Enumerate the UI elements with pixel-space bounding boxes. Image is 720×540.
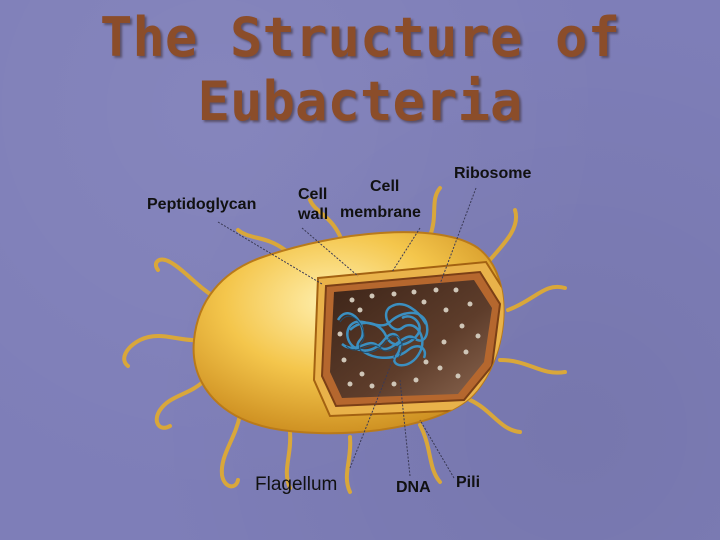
label-cell-membrane-line2: membrane xyxy=(340,204,421,221)
flagella-group xyxy=(122,186,567,494)
flagellum-9 xyxy=(498,358,567,375)
label-flagellum: Flagellum xyxy=(255,474,338,495)
flagellum-7 xyxy=(418,423,442,484)
title-line-2: Eubacteria xyxy=(197,70,523,133)
label-ribosome: Ribosome xyxy=(454,165,532,182)
title-line-1: The Structure of xyxy=(99,6,621,69)
flagellum-3 xyxy=(154,378,207,430)
flagellum-6 xyxy=(344,435,353,494)
label-cell-membrane-line1: Cell xyxy=(370,178,400,195)
slide-title: The Structure of Eubacteria xyxy=(0,6,720,134)
flagellum-11 xyxy=(486,208,519,264)
flagellum-1 xyxy=(153,257,222,302)
label-dna: DNA xyxy=(396,479,431,496)
flagellum-13 xyxy=(308,198,342,238)
flagellum-2 xyxy=(122,334,202,368)
flagellum-8 xyxy=(468,398,522,434)
flagellum-5 xyxy=(284,430,293,490)
flagellum-4 xyxy=(219,413,242,489)
label-cell-wall-line2: wall xyxy=(298,206,329,223)
flagellum-12 xyxy=(428,186,442,238)
leader-lines xyxy=(217,187,477,479)
flagellum-10 xyxy=(506,284,567,312)
flagellum-14 xyxy=(236,228,287,252)
label-peptidoglycan: Peptidoglycan xyxy=(147,196,257,213)
ribosomes xyxy=(337,287,481,389)
label-cell-wall-line1: Cell xyxy=(298,186,328,203)
label-pili: Pili xyxy=(456,474,481,491)
